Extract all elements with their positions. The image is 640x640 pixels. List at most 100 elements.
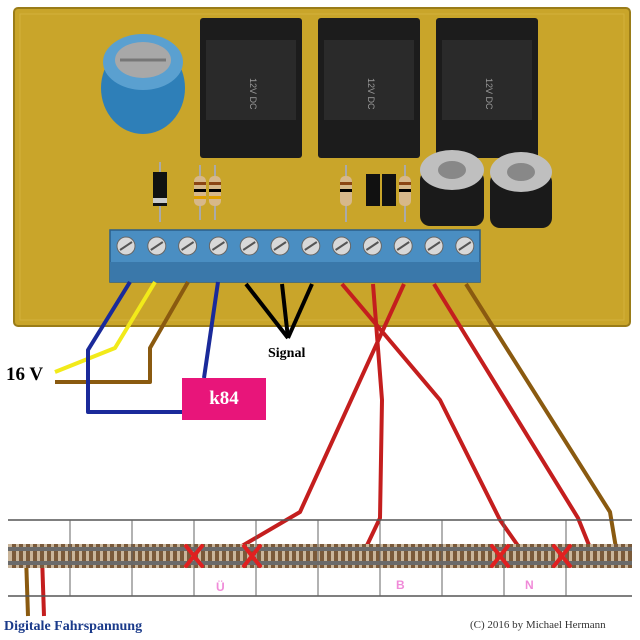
track-sleeper	[299, 544, 303, 568]
track-sleeper	[40, 544, 44, 568]
track-sleeper	[530, 544, 534, 568]
track-sleeper	[82, 544, 86, 568]
track-sleeper	[47, 544, 51, 568]
track-sleeper	[523, 544, 527, 568]
track-sleeper	[166, 544, 170, 568]
track-sleeper	[103, 544, 107, 568]
track-sleeper	[628, 544, 632, 568]
track-sleeper	[180, 544, 184, 568]
track-sleeper	[369, 544, 373, 568]
track-sleeper	[467, 544, 471, 568]
rail-cut-mark	[490, 544, 510, 568]
track-sleeper	[124, 544, 128, 568]
track-sleeper	[215, 544, 219, 568]
screw-slot	[458, 241, 472, 251]
track-sleeper	[285, 544, 289, 568]
screw-slot	[365, 241, 379, 251]
screw-slot	[304, 241, 318, 251]
signal-label: Signal	[268, 346, 306, 361]
track-sleeper	[222, 544, 226, 568]
track-sleeper	[488, 544, 492, 568]
track-sleeper	[600, 544, 604, 568]
track-sleeper	[516, 544, 520, 568]
screw-slot	[181, 241, 195, 251]
screw-slot	[211, 241, 225, 251]
track-sleeper	[439, 544, 443, 568]
track-sleeper	[243, 544, 247, 568]
track-sleeper	[54, 544, 58, 568]
track-sleeper	[383, 544, 387, 568]
track-sleeper	[572, 544, 576, 568]
track-sleeper	[355, 544, 359, 568]
wire-blue-1	[86, 280, 182, 414]
track-sleeper	[75, 544, 79, 568]
track-sleeper	[12, 544, 16, 568]
wire-red-1	[340, 282, 530, 562]
track-sleeper	[236, 544, 240, 568]
capacitor-small-1	[420, 150, 484, 226]
track-sleeper	[537, 544, 541, 568]
track-sleeper	[131, 544, 135, 568]
supply-label: 16 V	[6, 364, 44, 385]
track-sleeper	[362, 544, 366, 568]
track-sleeper	[117, 544, 121, 568]
track-sleeper	[446, 544, 450, 568]
capacitor-large	[101, 34, 185, 134]
rail-cut-mark	[184, 544, 204, 568]
track-sleeper	[159, 544, 163, 568]
screw-slot	[273, 241, 287, 251]
resistor-1	[194, 165, 206, 220]
track-sleeper	[593, 544, 597, 568]
track-sleeper	[495, 544, 499, 568]
relay-2	[318, 18, 420, 158]
relay-1-text: 12V DC	[248, 78, 258, 110]
screw-slot	[335, 241, 349, 251]
screw-slot	[396, 241, 410, 251]
decoder-box: k84	[182, 378, 266, 420]
track-sleeper	[474, 544, 478, 568]
track-sleeper	[565, 544, 569, 568]
screw-slot	[427, 241, 441, 251]
wire-signal-3	[286, 283, 314, 339]
segment-b-label: B	[396, 578, 405, 592]
track-sleeper	[579, 544, 583, 568]
track-sleeper	[313, 544, 317, 568]
resistor-4	[399, 165, 411, 222]
resistor-2	[209, 165, 221, 220]
relay-3-text: 12V DC	[484, 78, 494, 110]
track-sleeper	[145, 544, 149, 568]
wire-signal-2	[280, 283, 290, 339]
track-sleeper	[19, 544, 23, 568]
track-sleeper	[481, 544, 485, 568]
track-sleeper	[110, 544, 114, 568]
track-sleeper	[509, 544, 513, 568]
track-sleeper	[586, 544, 590, 568]
cut-marks	[184, 544, 572, 568]
track-sleeper	[453, 544, 457, 568]
track-sleeper	[348, 544, 352, 568]
rail-cut-mark	[242, 544, 262, 568]
track-sleeper	[544, 544, 548, 568]
track-sleeper	[418, 544, 422, 568]
track-sleeper	[26, 544, 30, 568]
track-sleeper	[208, 544, 212, 568]
wire-yellow	[54, 280, 157, 374]
track-sleeper	[334, 544, 338, 568]
track	[8, 519, 632, 597]
relay-2-text: 12V DC	[366, 78, 376, 110]
track-sleeper	[271, 544, 275, 568]
track-sleeper	[187, 544, 191, 568]
track-sleeper	[327, 544, 331, 568]
screw-slot	[242, 241, 256, 251]
track-sleeper	[397, 544, 401, 568]
screw-slot	[119, 241, 133, 251]
capacitor-small-2	[490, 152, 552, 228]
track-sleeper	[425, 544, 429, 568]
track-sleeper	[306, 544, 310, 568]
rail-cut-mark	[552, 544, 572, 568]
track-sleeper	[257, 544, 261, 568]
terminal-screws	[116, 236, 475, 256]
track-sleeper	[404, 544, 408, 568]
track-sleeper	[229, 544, 233, 568]
